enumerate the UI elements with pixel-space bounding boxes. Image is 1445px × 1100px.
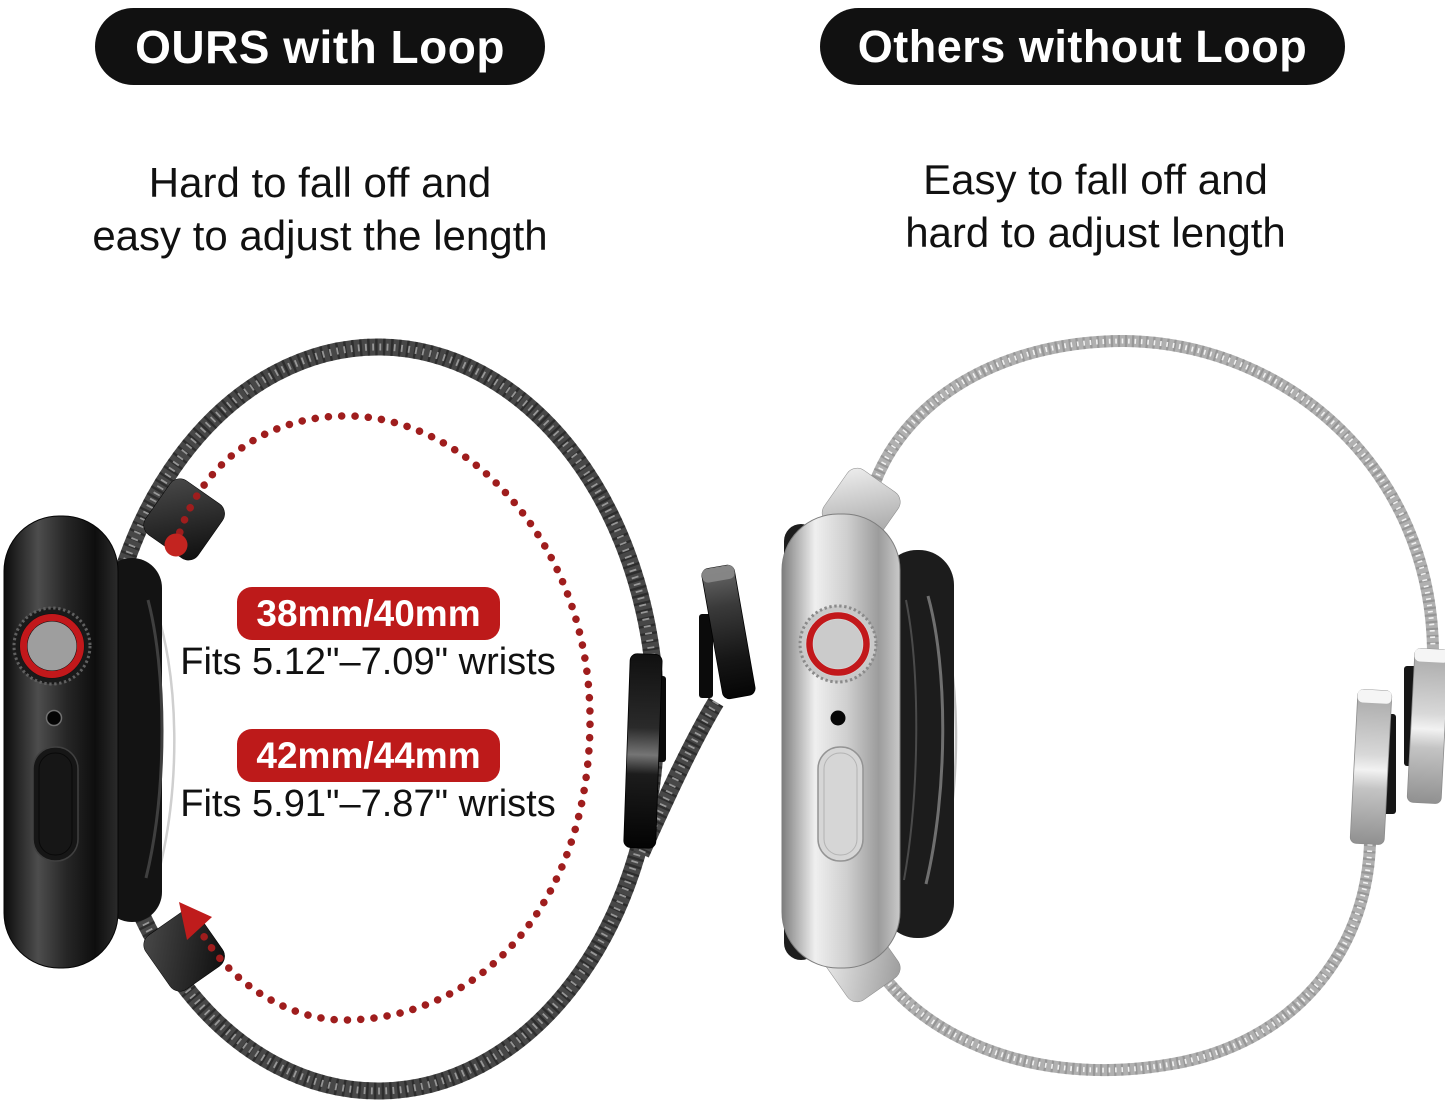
- band-end-buckle: [701, 564, 756, 700]
- mic-hole: [830, 710, 846, 726]
- size-badge-38-40-label: 38mm/40mm: [256, 592, 481, 634]
- fit-range-42-44: Fits 5.91"–7.87" wrists: [180, 783, 556, 825]
- dotted-arc: [172, 412, 594, 1024]
- left-headline: Hard to fall off and easy to adjust the …: [10, 156, 630, 262]
- buckle-magnet-tab: [699, 614, 713, 698]
- side-button: [32, 746, 79, 862]
- left-headline-line1: Hard to fall off and: [148, 159, 492, 206]
- right-headline-line2: hard to adjust length: [905, 209, 1286, 256]
- screen-sliver-highlight: [924, 595, 945, 885]
- digital-crown: [798, 604, 878, 684]
- side-button: [817, 746, 864, 862]
- fit-range-38-40: Fits 5.12"–7.09" wrists: [180, 641, 556, 683]
- left-title-badge-label: OURS with Loop: [135, 20, 505, 73]
- silver-watch-without-loop-illustration: [781, 341, 1445, 1070]
- screen-sliver-highlight: [144, 599, 164, 879]
- right-headline: Easy to fall off and hard to adjust leng…: [828, 153, 1363, 259]
- size-badge-38-40: 38mm/40mm: [237, 587, 500, 640]
- crown-red-ring: [20, 614, 84, 678]
- left-title-badge: OURS with Loop: [95, 8, 545, 85]
- crown-red-ring: [806, 612, 870, 676]
- watch-case-side: [781, 513, 901, 969]
- right-headline-line1: Easy to fall off and: [923, 156, 1268, 203]
- mic-hole: [45, 709, 63, 727]
- size-badge-42-44: 42mm/44mm: [237, 729, 500, 782]
- black-watch-with-loop-illustration: [3, 347, 756, 1091]
- digital-crown: [12, 606, 92, 686]
- arc-start-dot: [164, 533, 188, 557]
- arc-arrowhead-icon: [179, 902, 212, 940]
- outer-clasp-piece: [1406, 648, 1445, 804]
- inner-clasp-piece: [1349, 689, 1393, 845]
- size-badge-42-44-label: 42mm/44mm: [256, 734, 481, 776]
- bottom-lug: [143, 909, 225, 992]
- left-headline-line2: easy to adjust the length: [92, 212, 548, 259]
- watch-case-side: [3, 515, 119, 969]
- sliding-clasp-bar: [623, 653, 663, 849]
- right-title-badge-label: Others without Loop: [857, 20, 1308, 72]
- rotation-direction-arc: [164, 412, 594, 1024]
- screen-sliver-inner-line: [903, 599, 918, 881]
- right-title-badge: Others without Loop: [820, 8, 1345, 85]
